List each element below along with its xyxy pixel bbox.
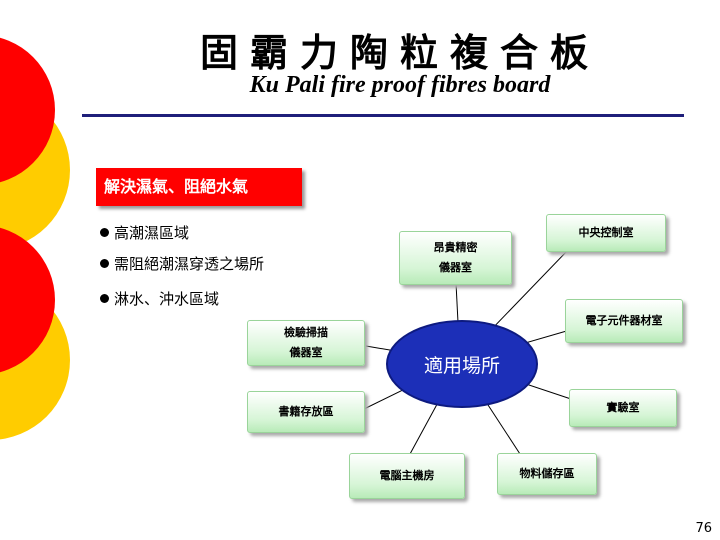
hub-applicable-locations: 適用場所 <box>386 320 538 408</box>
title-divider <box>82 114 684 117</box>
node-materials-storage: 物料儲存區 <box>497 453 597 495</box>
node-book-storage: 書籍存放區 <box>247 391 365 433</box>
node-laboratory: 實驗室 <box>569 389 677 427</box>
node-central-control-room: 中央控制室 <box>546 214 666 252</box>
node-inspection-scanning-room: 檢驗掃描 儀器室 <box>247 320 365 366</box>
node-electronic-parts-room: 電子元件器材室 <box>565 299 683 343</box>
page-title: 固霸力陶粒複合板 <box>199 30 600 75</box>
bullet-item: 淋水、沖水區域 <box>100 288 264 309</box>
section-badge: 解決濕氣、阻絕水氣 <box>96 168 302 206</box>
bullet-dot-icon <box>100 228 109 237</box>
bullet-list: 高潮濕區域 需阻絕潮濕穿透之場所 淋水、沖水區域 <box>100 222 264 319</box>
page-subtitle: Ku Pali fire proof fibres board <box>249 72 551 98</box>
bullet-item: 高潮濕區域 <box>100 222 264 243</box>
decorative-circles <box>0 0 90 540</box>
bullet-item: 需阻絕潮濕穿透之場所 <box>100 253 264 274</box>
node-computer-server-room: 電腦主機房 <box>349 453 465 499</box>
page-number: 76 <box>695 521 712 536</box>
node-precision-instrument-room: 昂貴精密 儀器室 <box>399 231 512 285</box>
bullet-dot-icon <box>100 294 109 303</box>
bullet-dot-icon <box>100 259 109 268</box>
